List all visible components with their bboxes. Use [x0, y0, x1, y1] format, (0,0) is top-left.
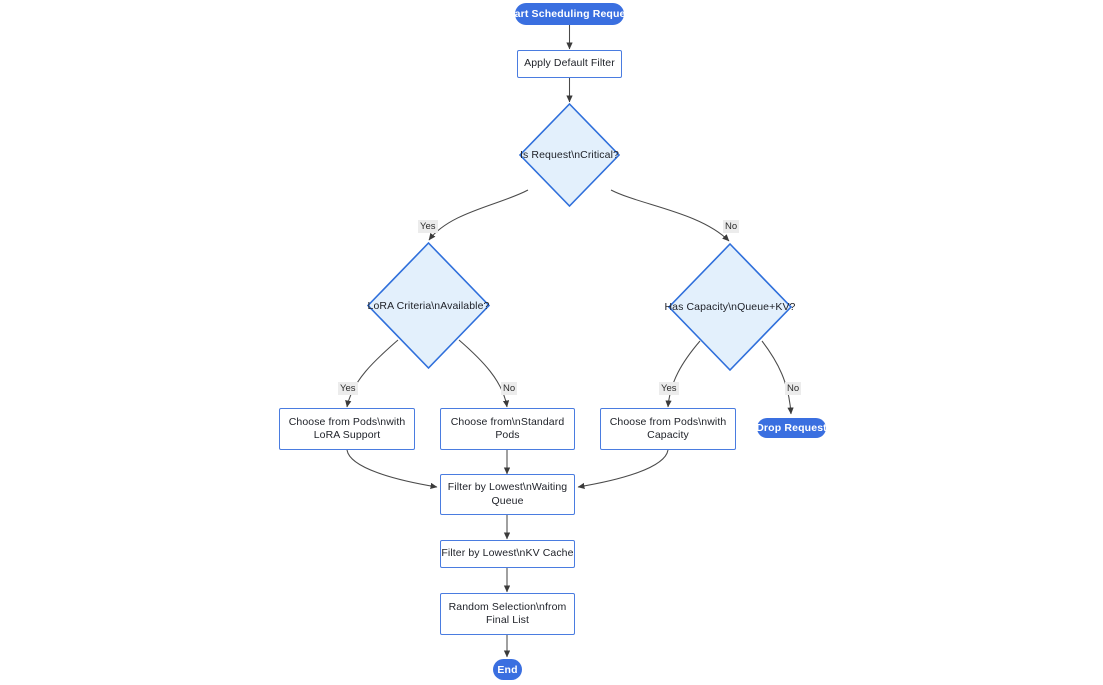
node-has-capacity-queue-kv[interactable]: Has Capacity\nQueue+KV?	[664, 242, 796, 372]
edge-label-capacity-no: No	[785, 382, 802, 395]
node-label-line2: Queue	[491, 494, 524, 507]
node-label-line2: Pods	[495, 429, 520, 441]
node-drop-request[interactable]: Drop Request	[756, 418, 827, 438]
node-choose-pods-capacity[interactable]: Choose from Pods\nwith Capacity	[600, 408, 736, 450]
edge-has-capacity-to-drop-request	[761, 340, 794, 415]
node-label-line1: Choose from Pods\nwith	[288, 415, 406, 428]
edge-is-critical-to-lora	[428, 189, 529, 241]
node-apply-default-filter[interactable]: Apply Default Filter	[517, 50, 622, 78]
diamond-shape	[366, 241, 491, 370]
edge-has-capacity-to-pods-cap	[665, 340, 701, 408]
node-label-line1: Choose from Pods\nwith	[609, 415, 727, 428]
diamond-shape	[518, 102, 621, 208]
node-is-request-critical[interactable]: Is Request\nCritical?	[518, 102, 621, 208]
node-label: LoRA Criteria\nAvailable?	[367, 299, 490, 312]
node-end[interactable]: End	[493, 659, 522, 680]
edge-is-critical-to-has-capacity	[610, 189, 730, 242]
node-label: Has Capacity\nQueue+KV?	[664, 301, 796, 313]
node-choose-standard-pods[interactable]: Choose from\nStandard Pods	[440, 408, 575, 450]
edge-pods-cap-to-filter-queue	[577, 449, 669, 490]
edge-label-critical-no: No	[723, 220, 740, 233]
edge-label-lora-no: No	[501, 382, 518, 395]
node-label-line2: Final List	[485, 614, 529, 626]
diamond-shape	[667, 242, 793, 372]
node-random-selection-final-list[interactable]: Random Selection\nfrom Final List	[440, 593, 575, 635]
node-label: Is Request\nCritical?	[520, 149, 619, 161]
edge-lora-to-pods-std	[458, 339, 510, 408]
node-label-line2: LoRA Support	[313, 429, 381, 441]
node-label-line1: Random Selection\nfrom	[448, 600, 567, 613]
node-label-line1: Filter by Lowest\nWaiting	[447, 481, 568, 493]
edge-lora-to-pods-lora	[345, 339, 399, 408]
node-choose-pods-lora-support[interactable]: Choose from Pods\nwith LoRA Support	[279, 408, 415, 450]
node-label-line2: Capacity	[647, 429, 689, 441]
edge-label-lora-yes: Yes	[338, 382, 358, 395]
edge-label-capacity-yes: Yes	[659, 382, 679, 395]
node-lora-criteria-available[interactable]: LoRA Criteria\nAvailable?	[366, 241, 491, 370]
node-filter-lowest-waiting-queue[interactable]: Filter by Lowest\nWaiting Queue	[440, 474, 575, 515]
node-filter-lowest-kv-cache[interactable]: Filter by Lowest\nKV Cache	[440, 540, 575, 568]
edge-pods-lora-to-filter-queue	[346, 449, 438, 490]
node-start[interactable]: Start Scheduling Request	[504, 3, 635, 25]
node-label-line1: Choose from\nStandard	[450, 415, 565, 428]
edge-label-critical-yes: Yes	[418, 220, 438, 233]
